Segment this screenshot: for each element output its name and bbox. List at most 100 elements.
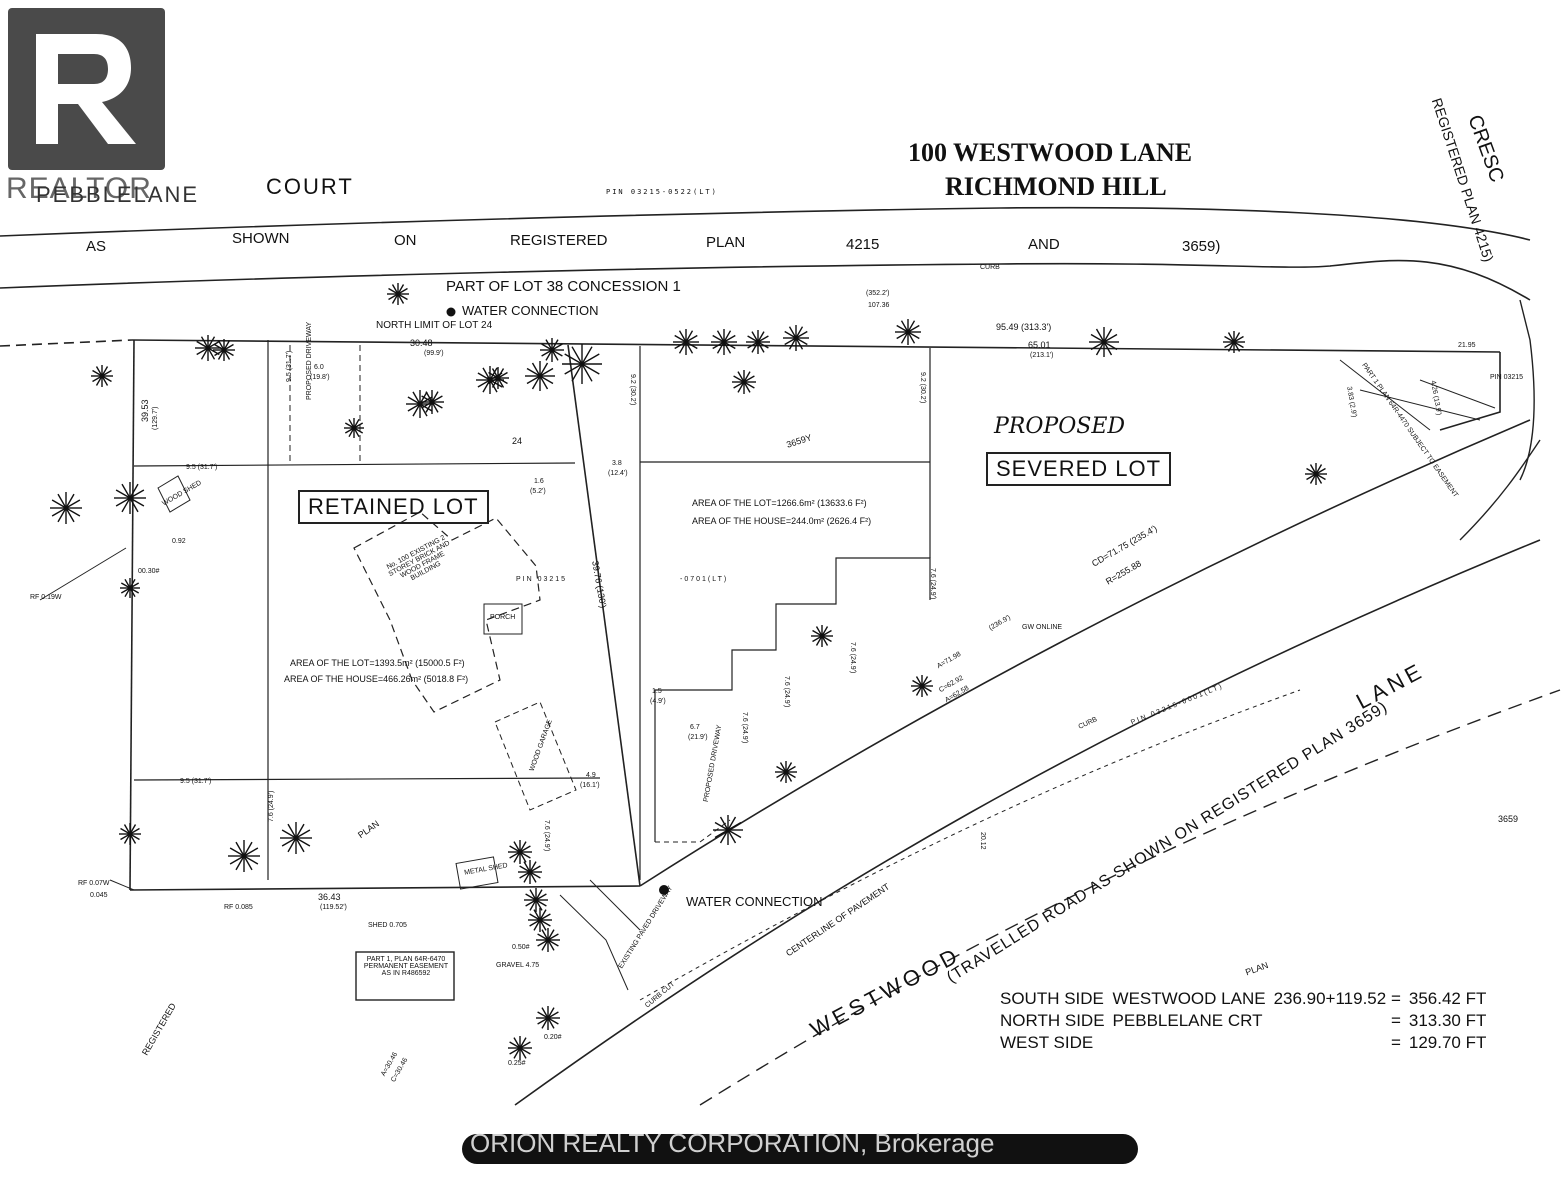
label-retained-area-lot: AREA OF THE LOT=1393.5m² (15000.5 F²) [290,658,465,668]
westwood-road-edge-2 [699,689,1561,1106]
water-connection-dot-south [659,885,669,895]
label-proposed: PROPOSED [994,414,1126,439]
summary-street: WESTWOOD LANE [1112,989,1266,1008]
dim-0-045: 0.045 [90,892,108,899]
label-retained-lot: RETAINED LOT [298,490,489,524]
dim-20-12: 20.12 [979,832,986,850]
tree-symbol [528,908,552,932]
dim-rf-007w: RF 0.07W [78,880,110,887]
summary-calc: = [1390,1011,1401,1030]
label-curb: CURB [980,264,1000,271]
label-proposed-driveway-north: PROPOSED DRIVEWAY [306,321,313,400]
tree-symbol [746,330,770,354]
label-part1-easement: PART 1, PLAN 64R-6470 PERMANENT EASEMENT… [363,956,449,977]
label-severed-area-house: AREA OF THE HOUSE=244.0m² (2626.4 F²) [692,516,872,526]
dim-119-52: (119.52') [320,904,347,911]
label-as: AS [86,238,107,255]
label-pin-mid: PIN 03215 [516,576,568,583]
dim-99-9: (99.9') [424,350,444,357]
title-city: RICHMOND HILL [945,172,1167,201]
dim-9-2-a: 9.2 (30.2') [629,374,636,406]
tree-symbol [114,482,146,514]
summary-total: 313.30 FT [1408,1011,1487,1030]
dim-21-95: 21.95 [1458,342,1476,349]
dim-9-5-a: 9.5 (31.7') [186,464,218,471]
dim-107-36: 107.36 [868,302,890,309]
summary-total: 129.70 FT [1408,1033,1487,1052]
label-and: AND [1028,236,1060,253]
dim-4-9: (4.9') [650,698,666,705]
label-pin-top: PIN 03215-0522(LT) [606,188,718,196]
dim-3-8: 3.8 [612,460,622,467]
tree-symbol [1305,463,1327,485]
severance-line [567,344,641,887]
tree-symbol [213,339,235,361]
summary-side: SOUTH SIDE [1000,989,1104,1008]
tree-symbol [508,1036,532,1060]
westwood-frontage [639,419,1531,887]
summary-total: 356.42 FT [1408,989,1487,1008]
dim-7-6-e: 7.6 (24.9') [543,820,550,852]
dim-0-25: 0.25# [508,1060,526,1067]
label-shown: SHOWN [232,230,290,247]
tree-symbol [711,329,737,355]
dim-129-7: (129.7') [152,406,159,430]
tree-symbol [508,840,532,864]
tree-symbol [525,361,555,391]
label-severed-area-lot: AREA OF THE LOT=1266.6m² (13633.6 F²) [692,498,867,508]
summary-row: NORTH SIDE PEBBLELANE CRT = 313.30 FT [1000,1010,1494,1032]
dim-6-0: 6.0 [314,364,324,371]
dim-1-5: 1.5 [652,688,662,695]
tree-symbol [732,370,756,394]
realtor-r-mark [36,34,136,144]
brokerage-watermark: ORION REALTY CORPORATION, Brokerage [470,1128,995,1158]
summary-street: PEBBLELANE CRT [1112,1011,1263,1030]
realtor-logo [8,8,165,170]
dim-39-53: 39.53 [140,399,150,422]
summary-side: WEST SIDE [1000,1033,1094,1052]
dim-7-6-b: 7.6 (24.9') [849,642,856,674]
dim-7-6-c: 7.6 (24.9') [783,676,790,708]
dim-7-6-f: 7.6 (24.9') [268,790,275,822]
label-pebblelane: PEBBLELANE [36,182,200,207]
dim-36-43: 36.43 [318,892,341,902]
tree-symbol [195,335,221,361]
label-shed-dist: SHED 0.705 [368,922,407,929]
tree-symbol [420,390,444,414]
label-plan-alt: 3659) [1182,238,1221,255]
summary-street [1113,1032,1274,1054]
label-pin-mid2: -0701(LT) [680,576,729,583]
westwood-centerline [639,689,1301,1001]
pebblelane-road-edge-north [0,206,1531,241]
label-north-limit: NORTH LIMIT OF LOT 24 [376,320,493,331]
tree-symbol [119,823,141,845]
tree-symbol [228,840,260,872]
dim-9-5-b: 9.5 (31.7') [180,778,212,785]
tree-symbol [895,319,921,345]
tree-symbol [562,344,602,384]
tree-symbol [387,283,409,305]
dim-9-5-vertical: 9.5 (31.7') [286,350,293,382]
label-gw-online: GW ONLINE [1022,624,1063,631]
label-water-connection-north: WATER CONNECTION [462,303,599,318]
dim-65-01: 65.01 [1028,340,1051,350]
dim-7-6-a: 7.6 (24.9') [929,568,936,600]
dim-5-2: (5.2') [530,488,546,495]
label-court: COURT [266,174,354,199]
tree-symbol [487,367,509,389]
dim-1-6: 1.6 [534,478,544,485]
north-lot-line [131,339,1501,353]
tree-symbol [713,815,743,845]
summary-side: NORTH SIDE [1000,1011,1105,1030]
label-plan-no: 4215 [846,236,880,253]
dim-0-92: 0.92 [172,538,186,545]
tree-symbol [50,492,82,524]
summary-calc: = [1390,1033,1401,1052]
dim-0-50: 0.50# [512,944,530,951]
label-gravel: GRAVEL 4.75 [496,962,540,969]
dim-352-2: (352.2') [866,290,890,297]
label-registered: REGISTERED [510,232,608,249]
realtor-wordmark: REALTOR [6,172,152,205]
tree-symbol [811,625,833,647]
